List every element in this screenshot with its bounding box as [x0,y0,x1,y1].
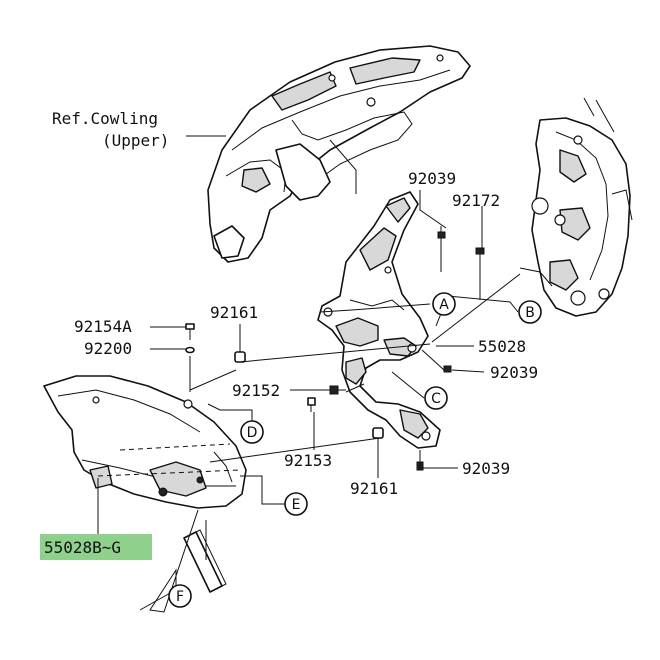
part-number-92039-mid: 92039 [490,363,538,382]
fastener-92039-top [437,226,446,239]
part-number-92200: 92200 [84,339,132,358]
part-number-55028B-G: 55028B~G [44,538,121,557]
fastener-92152-bolt [329,385,346,395]
callout-D: D [240,420,264,444]
fastener-92172 [475,247,485,255]
svg-text:E: E [292,497,301,513]
part-number-92153: 92153 [284,451,332,470]
part-number-92172: 92172 [452,191,500,210]
part-number-92161-top: 92161 [210,303,258,322]
part-number-55028: 55028 [478,337,526,356]
part-number-92039-bottom: 92039 [462,459,510,478]
callout-A: A [432,292,456,316]
svg-text:C: C [431,391,441,407]
reference-label-line1: Ref.Cowling [52,109,158,128]
pad-strip [183,529,227,593]
part-number-92039-top: 92039 [408,169,456,188]
inner-stay-bracket [317,191,441,449]
callout-F: F [168,584,192,608]
svg-text:A: A [439,297,449,313]
svg-text:B: B [525,305,535,321]
part-number-92152: 92152 [232,381,280,400]
upper-cowling-reference [207,45,471,263]
fastener-92039-mid [443,365,452,373]
part-number-92154A: 92154A [74,317,132,336]
callout-B: B [518,300,542,324]
frame-reference [519,97,633,317]
assembly-lines [97,238,521,477]
callout-E: E [284,492,308,516]
fastener-92161-top-grommet [234,351,246,363]
callout-C: C [424,386,448,410]
fastener-92200-washer [185,346,195,354]
fastener-92153-bolt [307,397,316,412]
fastener-92154A-bolt [185,323,195,340]
part-number-highlight [40,534,152,560]
part-number-92161-bottom: 92161 [350,479,398,498]
middle-cowling-55028B-G [43,375,247,509]
reference-label-line2: (Upper) [102,131,169,150]
fastener-92161-bottom-grommet [372,427,384,439]
svg-text:F: F [176,589,184,605]
svg-text:D: D [247,425,258,441]
